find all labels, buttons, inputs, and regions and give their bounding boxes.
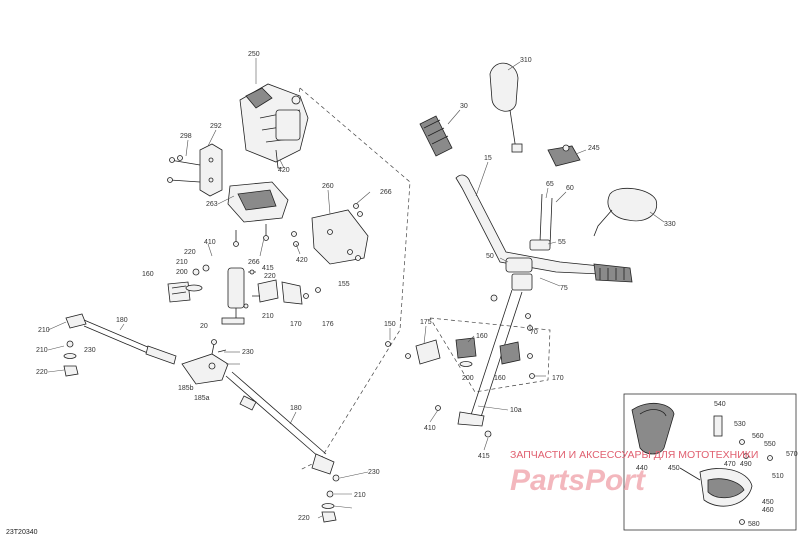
- part-label: 210: [36, 347, 48, 354]
- part-label: 450: [762, 499, 774, 506]
- part-label: 15: [484, 155, 492, 162]
- part-label: 55: [558, 239, 566, 246]
- handlebar-clamp: [490, 193, 553, 302]
- part-label: 180: [290, 405, 302, 412]
- part-label: 440: [636, 465, 648, 472]
- lower-shaft-assembly: [167, 264, 321, 325]
- leader-lines: [47, 58, 665, 519]
- part-labels: 250 292 298 263 420 420 260 266 266 410 …: [36, 51, 798, 528]
- part-label: 176: [322, 321, 334, 328]
- part-label: 155: [338, 281, 350, 288]
- watermark: ЗАПЧАСТИ И АКСЕССУАРЫ ДЛЯ МОТОТЕХНИКИ Pa…: [510, 449, 758, 497]
- part-label: 245: [588, 145, 600, 152]
- right-mirror: [593, 187, 658, 237]
- part-label: 150: [384, 321, 396, 328]
- part-label: 230: [242, 349, 254, 356]
- part-label: 580: [748, 521, 760, 528]
- part-label: 415: [478, 453, 490, 460]
- part-label: 266: [248, 259, 260, 266]
- part-label: 60: [566, 185, 574, 192]
- part-label: 310: [520, 57, 532, 64]
- part-label: 510: [772, 473, 784, 480]
- part-label: 530: [734, 421, 746, 428]
- part-label: 560: [752, 433, 764, 440]
- part-label: 170: [290, 321, 302, 328]
- part-label: 185a: [194, 395, 210, 402]
- part-label: 470: [724, 461, 736, 468]
- part-label: 330: [664, 221, 676, 228]
- part-label: 540: [714, 401, 726, 408]
- part-label: 20: [200, 323, 208, 330]
- part-label: 250: [248, 51, 260, 58]
- diagram-code: 23T20340: [6, 529, 38, 536]
- part-label: 490: [740, 461, 752, 468]
- part-label: 230: [84, 347, 96, 354]
- steering-column: [457, 289, 533, 427]
- power-steering-motor: [239, 83, 309, 169]
- switch-housing: [547, 144, 581, 167]
- part-label: 420: [296, 257, 308, 264]
- mounting-bracket: [167, 143, 223, 197]
- part-label: 415: [262, 265, 274, 272]
- part-label: 410: [424, 425, 436, 432]
- part-label: 230: [368, 469, 380, 476]
- steering-arm-center: [181, 339, 229, 385]
- part-label: 10a: [510, 407, 522, 414]
- part-label: 50: [486, 253, 494, 260]
- part-label: 298: [180, 133, 192, 140]
- dashed-assembly-outline: [295, 87, 551, 471]
- part-label: 160: [494, 375, 506, 382]
- part-label: 185b: [178, 385, 194, 392]
- part-label: 263: [206, 201, 218, 208]
- part-label: 175: [420, 319, 432, 326]
- tie-rod-right: [225, 371, 340, 523]
- watermark-logo: PartsPort: [510, 464, 647, 497]
- tie-rod-left: [63, 313, 177, 377]
- part-label: 200: [462, 375, 474, 382]
- part-label: 75: [560, 285, 568, 292]
- part-label: 420: [278, 167, 290, 174]
- watermark-text: ЗАПЧАСТИ И АКСЕССУАРЫ ДЛЯ МОТОТЕХНИКИ: [510, 449, 758, 461]
- part-label: 550: [764, 441, 776, 448]
- part-label: 410: [204, 239, 216, 246]
- part-label: 160: [142, 271, 154, 278]
- part-label: 210: [354, 492, 366, 499]
- part-label: 260: [322, 183, 334, 190]
- part-label: 160: [476, 333, 488, 340]
- handlebar-grip-left: [419, 115, 453, 157]
- part-label: 210: [38, 327, 50, 334]
- part-label: 70: [530, 329, 538, 336]
- part-label: 210: [176, 259, 188, 266]
- part-label: 220: [184, 249, 196, 256]
- part-label: 460: [762, 507, 774, 514]
- inset-handguard-box: [623, 393, 797, 531]
- part-label: 210: [262, 313, 274, 320]
- part-label: 266: [380, 189, 392, 196]
- part-label: 30: [460, 103, 468, 110]
- part-label: 180: [116, 317, 128, 324]
- part-label: 65: [546, 181, 554, 188]
- part-label: 220: [264, 273, 276, 280]
- column-bearing-blocks: [385, 337, 535, 438]
- handlebar: [455, 174, 633, 283]
- part-label: 570: [786, 451, 798, 458]
- part-label: 292: [210, 123, 222, 130]
- part-label: 220: [36, 369, 48, 376]
- left-mirror: [489, 62, 523, 153]
- part-label: 220: [298, 515, 310, 522]
- part-label: 200: [176, 269, 188, 276]
- part-label: 170: [552, 375, 564, 382]
- support-plate: [227, 181, 289, 247]
- part-label: 450: [668, 465, 680, 472]
